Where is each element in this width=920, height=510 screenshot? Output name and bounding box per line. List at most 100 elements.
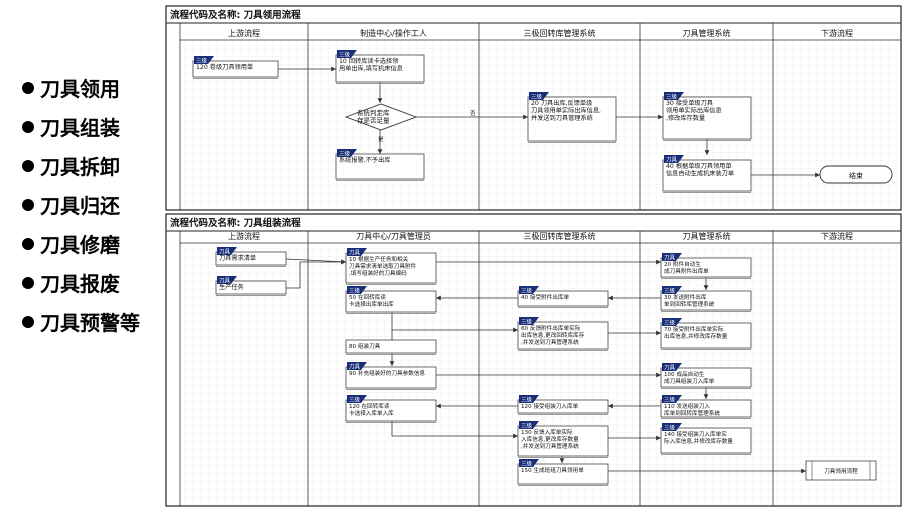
tag-shape <box>519 317 539 325</box>
bullet-icon <box>22 160 34 172</box>
lane-header: 上游流程 <box>228 231 260 241</box>
flow-title: 流程代码及名称: 刀具组装流程 <box>170 217 301 229</box>
level-tag: 三级 <box>662 286 682 295</box>
topic-label: 刀具归还 <box>40 194 120 218</box>
bullet-icon <box>22 238 34 250</box>
task-text: 130 反馈入库单实际入库信息,更改库存数量,并发送到刀具管理系统 <box>521 428 579 450</box>
task-text: 70 接受附件出库单实际出库信息,并修改库存数量 <box>664 325 728 340</box>
task-text: 40 接受附件出库单 <box>521 293 569 301</box>
task-text: 60 反馈附件出库单实际出库信息,更改回转库库存,并发送到刀具管理系统 <box>521 324 585 346</box>
level-tag: 刀具 <box>662 363 682 372</box>
downstream-label: 刀具领用流程 <box>824 467 858 475</box>
task-box <box>345 366 437 389</box>
branch-label-yes: 是 <box>378 136 384 143</box>
task-text: 150 生成班组刀具领用单 <box>521 466 584 474</box>
topic-label: 刀具预警等 <box>40 311 140 335</box>
tag-shape <box>217 247 237 255</box>
task-box <box>660 427 752 454</box>
tag-label: 刀具 <box>219 249 231 256</box>
task-box <box>660 257 752 278</box>
task-text: 20 附件自动生成刀具附件出库单 <box>664 260 709 275</box>
end-node: 结束 <box>819 165 893 184</box>
tag-shape <box>662 318 682 326</box>
tag-label: 三级 <box>196 57 208 65</box>
level-tag: 三级 <box>662 318 682 327</box>
task-box <box>662 96 752 140</box>
tag-label: 三级 <box>664 287 676 295</box>
task-text: 40 根据单级刀具领用单信息自动生成机床装刀单 <box>666 162 734 178</box>
tag-shape <box>347 248 367 256</box>
task-box <box>660 399 752 418</box>
lane-header: 下游流程 <box>821 231 853 241</box>
task-box <box>345 399 437 422</box>
task-box <box>517 399 609 414</box>
task-box <box>527 96 617 142</box>
level-tag: 三级 <box>519 317 539 326</box>
lane-header: 三极回转库管理系统 <box>524 28 596 38</box>
task-box <box>335 153 425 180</box>
tag-label: 刀具 <box>349 250 361 257</box>
task-text: 80 组装刀具 <box>349 342 381 350</box>
tag-shape <box>519 459 539 467</box>
topic-label: 刀具领用 <box>40 77 120 101</box>
task-box <box>517 321 609 350</box>
task-box <box>660 290 752 311</box>
task-text: 110 发送组装刀入库单到回转库管理系统 <box>664 402 720 417</box>
tag-label: 刀具 <box>349 364 361 371</box>
flow-frame: 流程代码及名称: 刀具领用流程上游流程制造中心/操作工人三极回转库管理系统刀具管… <box>165 5 902 211</box>
tag-label: 刀具 <box>666 157 678 164</box>
task-box <box>662 159 752 192</box>
topic-item: 刀具归还 <box>22 187 140 226</box>
tag-shape <box>662 253 682 261</box>
tag-shape <box>529 92 549 100</box>
task-box <box>335 54 425 83</box>
task-box <box>660 322 752 349</box>
flow-connector <box>285 258 347 265</box>
level-tag: 三级 <box>664 92 684 101</box>
task-box <box>517 425 609 457</box>
lane-header: 上游流程 <box>228 28 260 38</box>
topic-item: 刀具组装 <box>22 109 140 148</box>
lane-header: 刀具管理系统 <box>683 28 731 38</box>
tag-shape <box>662 423 682 431</box>
tag-shape <box>519 421 539 429</box>
tag-label: 刀具 <box>664 255 676 262</box>
topic-label: 刀具组装 <box>40 116 120 140</box>
topic-item: 刀具修磨 <box>22 226 140 265</box>
task-text: 20 刀具出库,反馈单级刀具领用单实际出库信息,并发送到刀具管理系统 <box>531 99 601 122</box>
tag-label: 三级 <box>521 287 533 295</box>
task-box <box>215 280 287 295</box>
tag-shape <box>347 286 367 294</box>
tag-label: 刀具 <box>219 278 231 285</box>
topic-item: 刀具拆卸 <box>22 148 140 187</box>
tag-label: 三级 <box>349 396 361 404</box>
tag-label: 三级 <box>666 93 678 101</box>
flow-frame: 流程代码及名称: 刀具组装流程上游流程刀具中心/刀具管理员三极回转库管理系统刀具… <box>165 213 902 507</box>
tag-shape <box>337 50 357 58</box>
task-text: 10 回转库读卡选择领用单出库,填写机床信息 <box>339 57 403 73</box>
level-tag: 三级 <box>347 286 367 295</box>
level-tag: 刀具 <box>217 276 237 285</box>
lane-header: 刀具管理系统 <box>683 231 731 241</box>
decision-text: 系统判定库存是否足量 <box>357 108 390 125</box>
topic-label: 刀具报废 <box>40 272 120 296</box>
level-tag: 三级 <box>347 395 367 404</box>
tag-shape <box>337 149 357 157</box>
task-text: 120 卷级刀具领用单 <box>196 63 253 71</box>
tag-label: 三级 <box>339 150 351 158</box>
lane-header: 制造中心/操作工人 <box>360 28 427 38</box>
topic-label: 刀具拆卸 <box>40 155 120 179</box>
bullet-icon <box>22 277 34 289</box>
lane-header: 三极回转库管理系统 <box>524 231 596 241</box>
decision-node: 系统判定库存是否足量 <box>344 103 418 131</box>
tag-shape <box>194 56 214 64</box>
